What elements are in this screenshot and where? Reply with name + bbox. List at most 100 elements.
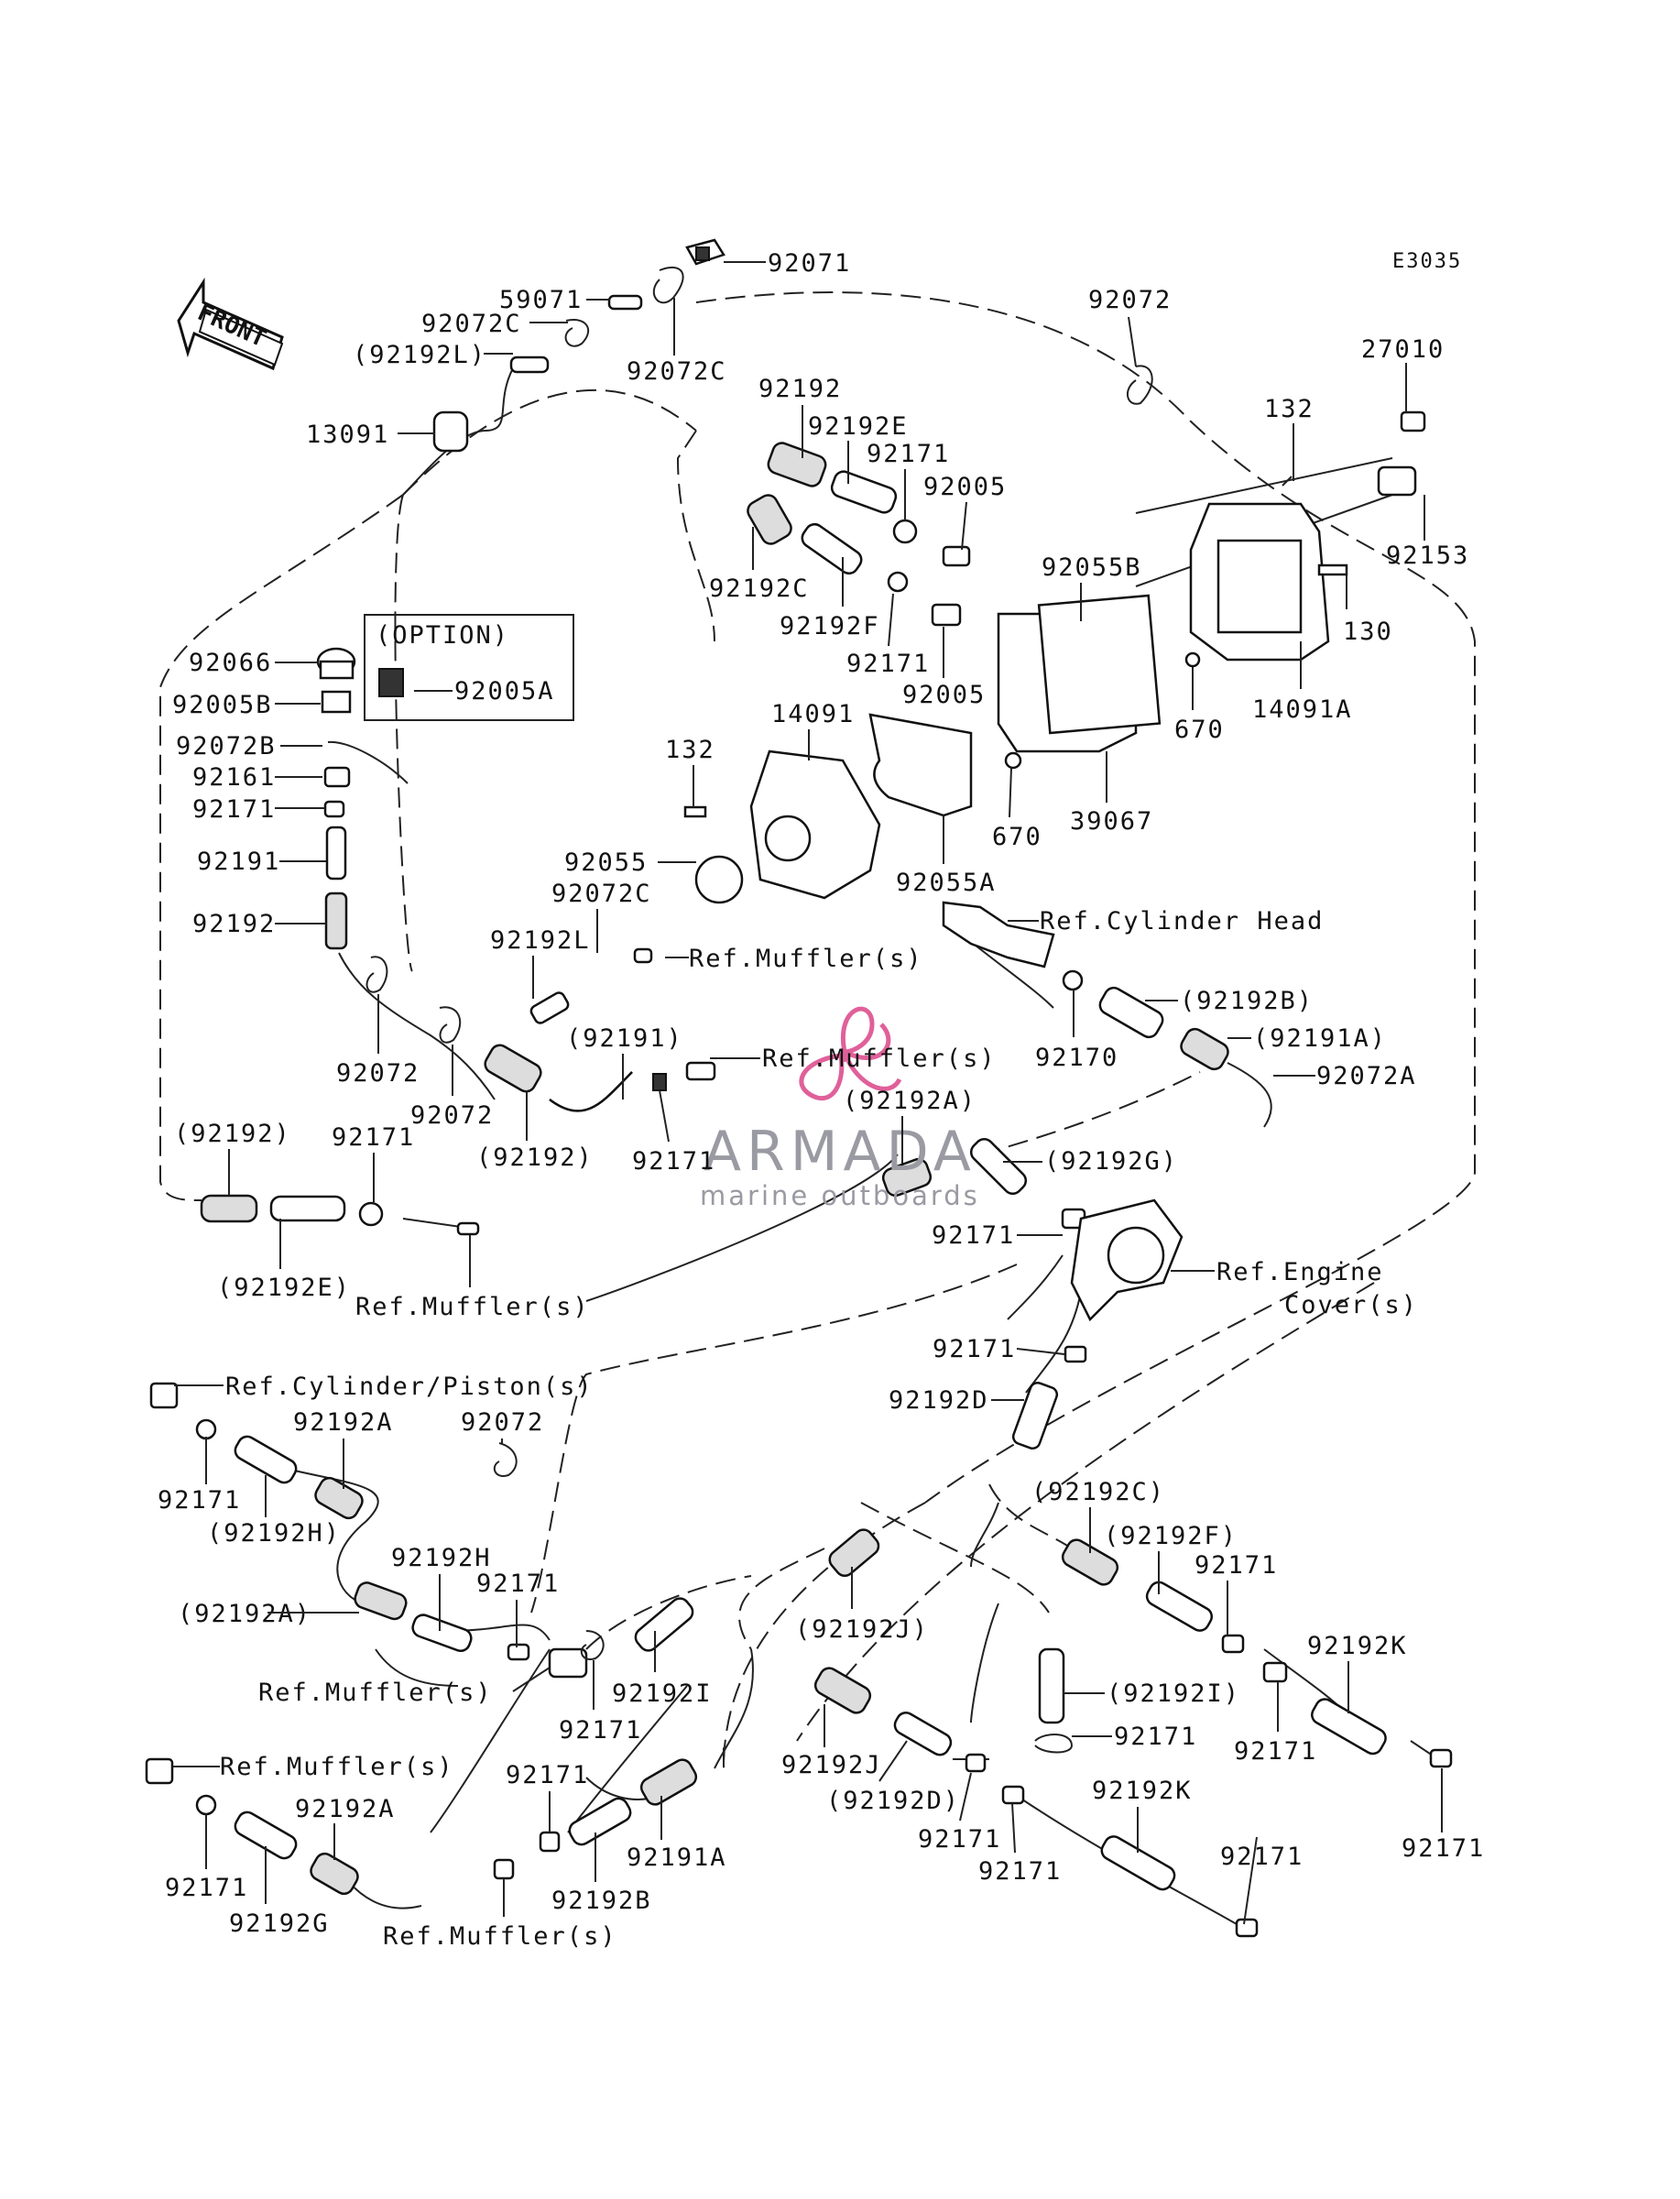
part-label: 92192B [551,1887,652,1915]
option-label: (OPTION) [376,621,509,650]
part-label: Ref.Muffler(s) [689,945,923,973]
part-label: 92192A [293,1408,394,1437]
part-label: 92171 [192,795,276,824]
part-label: 130 [1343,618,1393,646]
part-label: 92171 [978,1857,1062,1886]
watermark-tagline: marine outboards [700,1180,980,1211]
part-label: 92072C [627,357,727,386]
part-label: 670 [992,823,1042,851]
part-label: 92005 [923,473,1007,501]
part-label: 39067 [1070,807,1153,836]
part-label: 92170 [1035,1044,1118,1072]
part-label: (92192L) [353,341,486,369]
part-label: 92171 [332,1123,415,1152]
part-label: 92192K [1307,1632,1408,1660]
part-label: 92192D [889,1386,989,1415]
part-label: (92192H) [207,1519,341,1548]
part-label: Ref.Muffler(s) [355,1293,590,1321]
part-label: 92192I [612,1679,713,1708]
part-label: 92005 [902,681,986,709]
part-label: 92192J [781,1751,882,1779]
part-label: Ref.Cylinder/Piston(s) [225,1373,594,1401]
part-label: (92192) [476,1143,594,1172]
part-label: 92005A [454,677,555,706]
part-label: 92005B [172,691,273,719]
part-label: 670 [1174,716,1225,744]
part-label: 92171 [1195,1551,1278,1580]
option-box: (OPTION) [364,614,574,721]
part-label: 92192F [780,612,880,640]
part-label: 92192G [229,1909,330,1938]
part-label: 92171 [846,650,930,678]
part-label: 92192E [808,412,909,441]
propeller-logo-icon [799,1006,902,1101]
part-label: 92171 [932,1221,1015,1250]
front-arrow: FRONT [177,277,284,371]
part-label: Ref.Engine [1216,1258,1384,1286]
part-label: (92192G) [1044,1147,1178,1176]
part-label: 92192A [295,1795,396,1823]
part-label: (92192) [174,1120,291,1148]
part-label: 92171 [559,1716,642,1745]
leader-lines [172,261,1443,1925]
part-label: 92192 [758,375,842,403]
part-label: Cover(s) [1284,1291,1418,1319]
part-label: 92192L [490,926,591,955]
part-label: 27010 [1361,335,1445,364]
part-label: (92191A) [1253,1024,1387,1053]
part-label: 92072 [410,1101,494,1130]
part-label: 92072C [421,310,522,338]
part-label: Ref.Cylinder Head [1040,907,1324,935]
watermark: ARMADA marine outboards [700,1006,980,1211]
part-label: 92192C [709,574,810,603]
part-label: 13091 [306,421,389,449]
part-label: (92192C) [1031,1478,1165,1506]
part-label: 92071 [768,249,851,278]
part-label: 92072 [1088,286,1172,314]
part-label: 92171 [165,1874,248,1902]
diagram-code: E3035 [1392,250,1462,273]
part-label: 92192 [192,910,276,938]
part-label: 92055A [896,869,997,897]
part-label: (92192J) [795,1615,929,1644]
part-label: 92161 [192,763,276,792]
part-label: 132 [665,736,715,764]
parts [145,238,1453,1938]
part-label: 92055 [564,848,648,877]
part-label: (92192A) [843,1087,976,1115]
part-label: 92171 [158,1486,241,1515]
part-label: (92192D) [826,1787,960,1815]
part-label: (92192F) [1104,1522,1238,1550]
part-labels: 92071 59071 92072C (92192L) 92072C 13091… [158,249,1483,1951]
part-label: 92072A [1316,1062,1417,1090]
part-label: (92192I) [1107,1679,1240,1708]
part-label: Ref.Muffler(s) [220,1753,454,1781]
part-label: 59071 [499,286,583,314]
part-label: 92171 [1220,1843,1304,1871]
part-label: 92192K [1092,1777,1193,1805]
part-label: (92191) [566,1024,683,1053]
part-label: 92171 [476,1570,560,1598]
part-label: Ref.Muffler(s) [258,1679,493,1707]
part-label: 92191A [627,1843,727,1872]
part-label: 92072 [461,1408,544,1437]
part-label: 92072B [176,732,277,760]
part-label: (92192B) [1180,987,1314,1015]
part-label: 92171 [1114,1723,1197,1751]
part-label: 92171 [632,1147,715,1176]
part-label: (92192E) [217,1274,351,1302]
part-label: 92153 [1386,542,1469,570]
dashed-routes [159,291,1476,1769]
part-label: Ref.Muffler(s) [383,1922,617,1951]
part-label: 92055B [1042,553,1142,582]
part-label: 14091A [1252,695,1353,724]
part-label: 92066 [189,649,272,677]
part-label: (92192A) [178,1600,311,1628]
part-label: 92171 [933,1335,1016,1363]
part-label: 92171 [506,1761,589,1789]
part-label: 92191 [197,848,280,876]
part-label: 92072C [551,880,652,908]
part-label: 92171 [867,440,950,468]
part-label: 92171 [1234,1737,1317,1766]
